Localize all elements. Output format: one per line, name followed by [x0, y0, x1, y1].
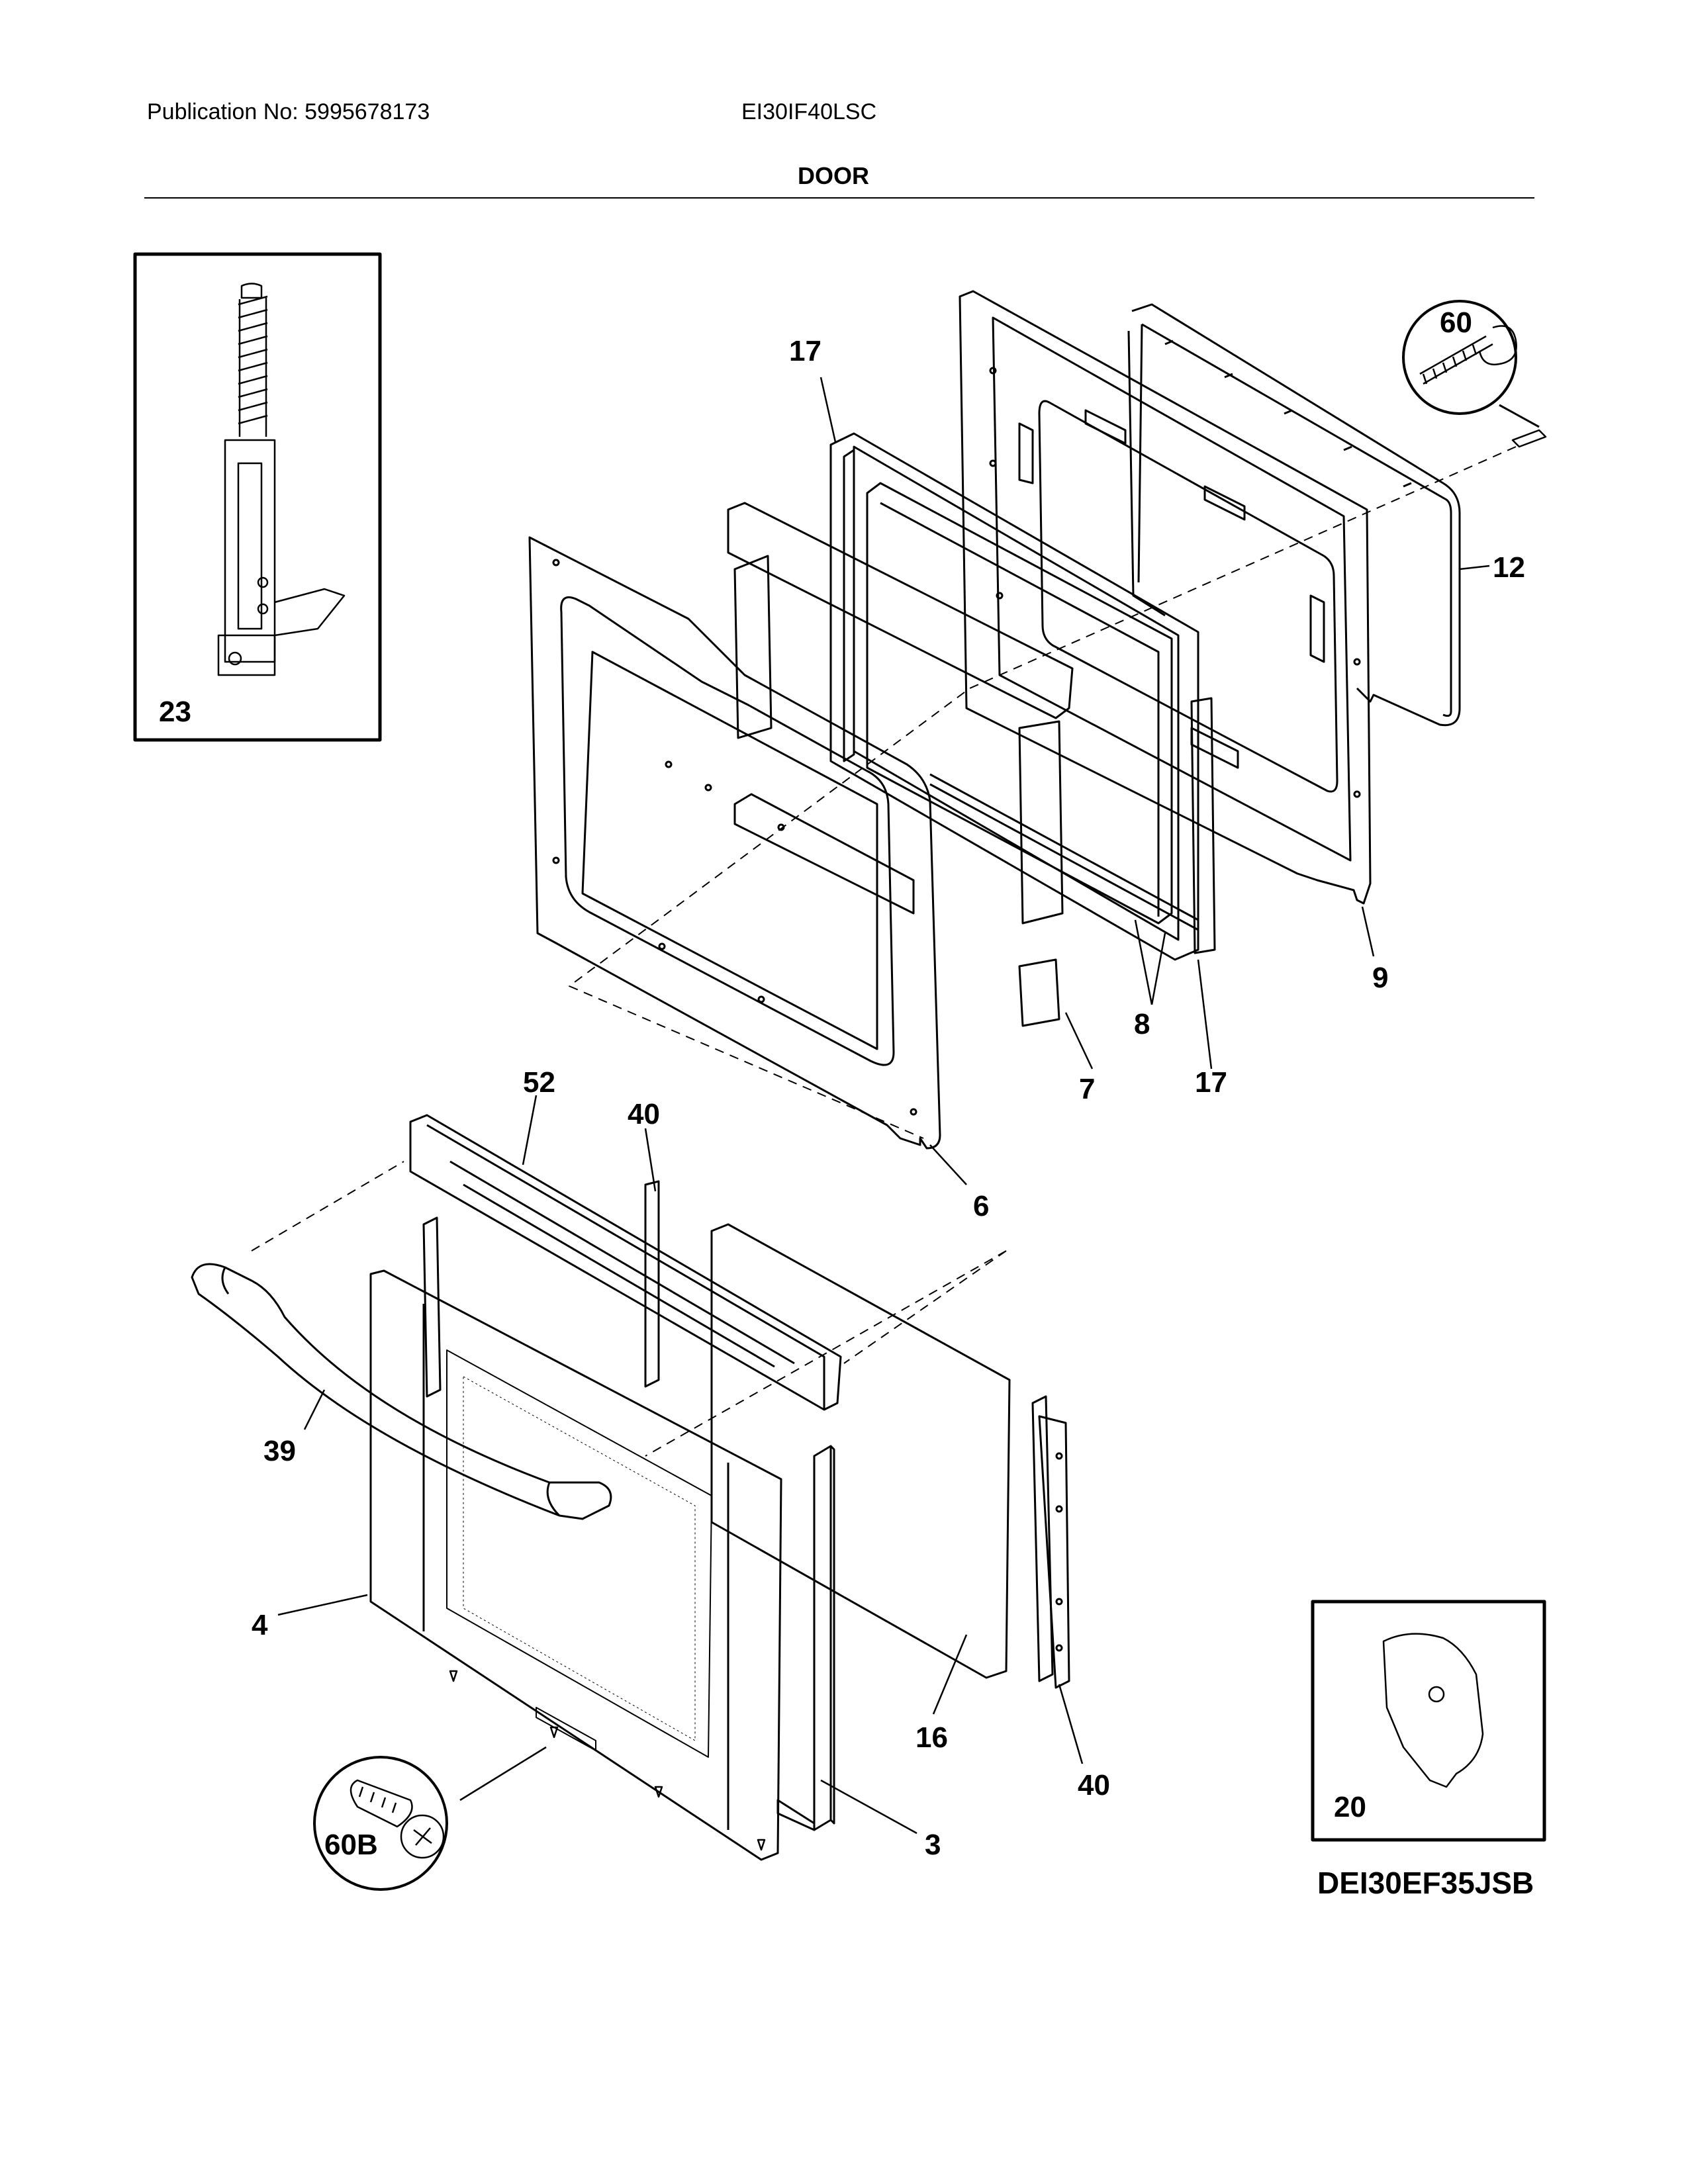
inset-screw-60b: 60B: [313, 1746, 547, 1891]
callout-8: 8: [1134, 1008, 1150, 1040]
model-number: EI30IF40LSC: [741, 99, 877, 124]
callout-16: 16: [915, 1721, 948, 1754]
callout-17-lower: 17: [1195, 1066, 1227, 1099]
window-pack-8-17: [829, 432, 1216, 961]
section-title: DOOR: [798, 162, 869, 189]
publication-number: Publication No: 5995678173: [147, 99, 430, 124]
inset-hinge-23: 23: [133, 252, 382, 742]
callout-9: 9: [1372, 962, 1388, 994]
control-panel-trim-52: [409, 1114, 842, 1411]
callout-60: 60: [1440, 306, 1472, 339]
door-side-bracket-40: [644, 1180, 1070, 1689]
callout-40-upper: 40: [628, 1098, 660, 1130]
door-gasket-12: [1127, 303, 1461, 727]
door-handle-39: [191, 1263, 612, 1520]
callout-6: 6: [973, 1190, 989, 1222]
callout-12: 12: [1493, 551, 1525, 584]
inset-screw-60: 60: [1402, 300, 1547, 448]
callout-20: 20: [1334, 1791, 1366, 1823]
callout-40-lower: 40: [1078, 1769, 1110, 1801]
outer-door-liner-9: [959, 290, 1372, 905]
heat-shield-icon: [1382, 1633, 1484, 1788]
callout-52: 52: [523, 1066, 555, 1099]
hinge-icon: [217, 283, 346, 676]
diagram-code: DEI30EF35JSB: [1317, 1866, 1534, 1900]
insulation-7: [727, 502, 1074, 1027]
screw-icon: [350, 1779, 445, 1859]
callout-17-upper: 17: [789, 335, 821, 367]
outer-door-panel-4: [369, 1216, 782, 1861]
door-trim-3: [776, 1445, 835, 1831]
callout-39: 39: [263, 1435, 296, 1467]
screw-icon: [1511, 429, 1547, 448]
header-divider: [144, 197, 1534, 199]
screw-icon: [1419, 325, 1517, 385]
callout-60b: 60B: [324, 1829, 378, 1861]
callout-23: 23: [159, 696, 191, 728]
inset-shield-20: 20: [1311, 1600, 1546, 1842]
callout-3: 3: [925, 1829, 941, 1861]
callout-7: 7: [1079, 1073, 1095, 1105]
window-glass-16: [710, 1223, 1011, 1679]
screw-icon: [449, 1670, 766, 1851]
callout-4: 4: [252, 1609, 268, 1641]
